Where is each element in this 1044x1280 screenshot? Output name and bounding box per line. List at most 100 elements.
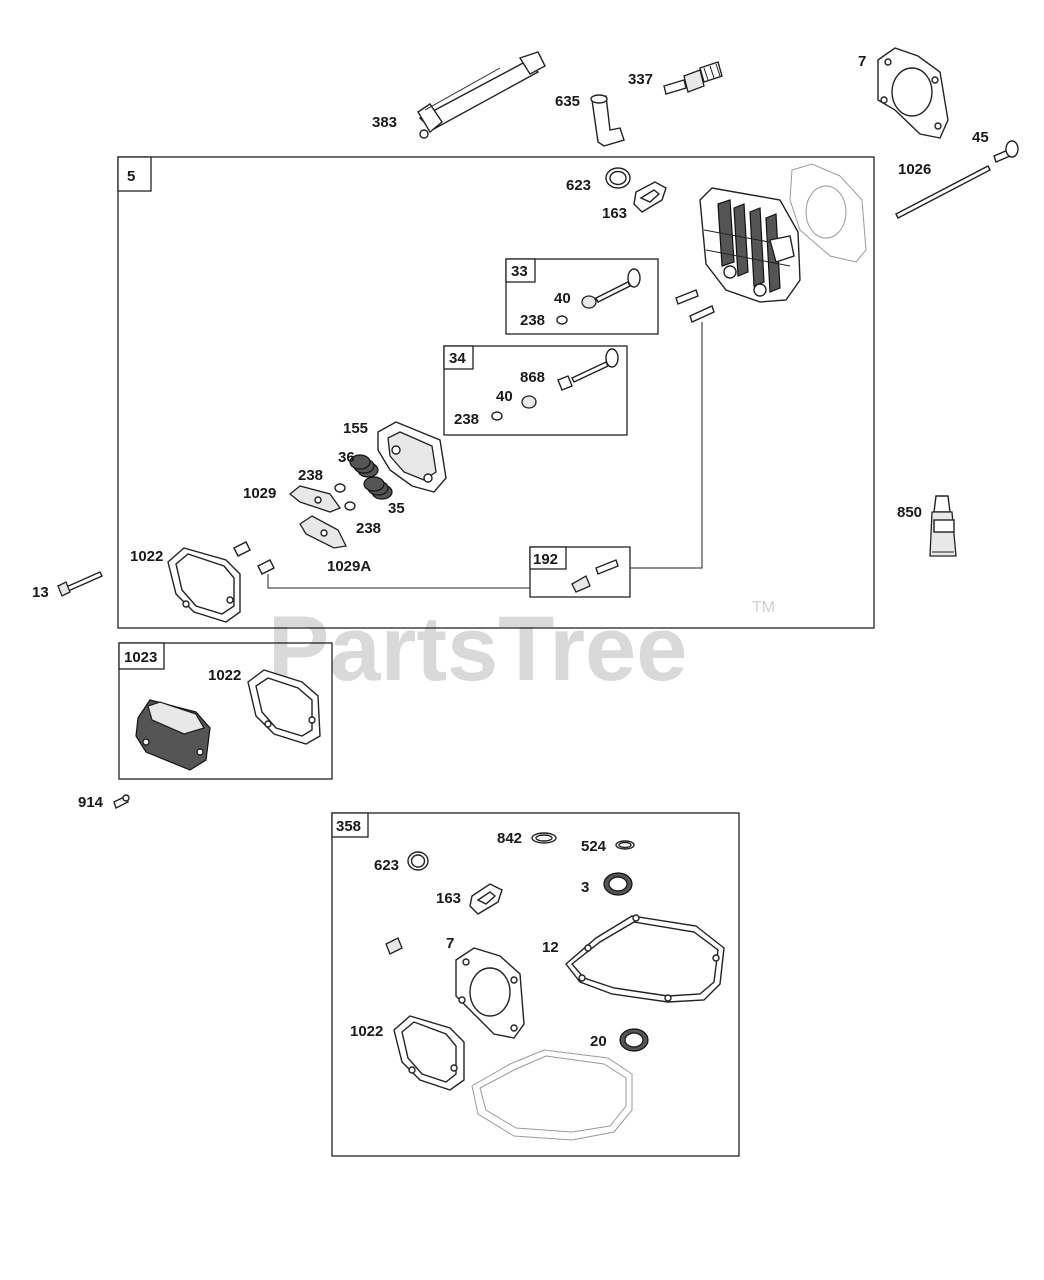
label-45: 45 xyxy=(972,129,989,146)
part-34-intake-valve[interactable] xyxy=(571,348,619,383)
part-623-o-ring-b[interactable] xyxy=(407,851,429,871)
part-1029A-rocker-arm[interactable] xyxy=(299,515,347,549)
part-40-valve-seal-a[interactable] xyxy=(581,295,597,309)
group-33-frame xyxy=(505,258,659,335)
label-36: 36 xyxy=(338,449,355,466)
group-1023-frame xyxy=(118,642,333,780)
label-238-c: 238 xyxy=(298,467,323,484)
label-238-a: 238 xyxy=(520,312,545,329)
watermark-trademark: TM xyxy=(752,599,775,616)
label-12: 12 xyxy=(542,939,559,956)
label-40-a: 40 xyxy=(554,290,571,307)
label-155: 155 xyxy=(343,420,368,437)
part-36-valve-spring[interactable] xyxy=(349,454,379,478)
part-192-bolt-set[interactable] xyxy=(571,559,619,593)
label-40-b: 40 xyxy=(496,388,513,405)
label-35: 35 xyxy=(388,500,405,517)
head-bolt-studs[interactable] xyxy=(675,289,715,323)
cylinder-head-assembly[interactable] xyxy=(699,187,801,303)
group-33-tag xyxy=(505,258,536,283)
part-1023-valve-cover[interactable] xyxy=(135,699,211,771)
part-13-bolt[interactable] xyxy=(57,571,103,597)
group-34-frame xyxy=(443,345,628,436)
part-155-rocker-housing[interactable] xyxy=(377,421,447,493)
ghost-sump-gasket xyxy=(471,1049,633,1141)
group-192-frame xyxy=(529,546,631,598)
part-40-valve-seal-b[interactable] xyxy=(521,395,537,409)
small-plug[interactable] xyxy=(385,937,403,955)
part-238-retainer-a[interactable] xyxy=(556,315,568,325)
leader-line-192-a xyxy=(267,574,530,589)
part-7-head-gasket[interactable] xyxy=(877,47,949,139)
part-850-sealant-tube[interactable] xyxy=(929,495,957,557)
part-623-o-ring[interactable] xyxy=(605,167,631,189)
label-1022-a: 1022 xyxy=(130,548,163,565)
cover-screws[interactable] xyxy=(233,541,275,575)
group-34-number: 34 xyxy=(449,350,466,367)
label-7-b: 7 xyxy=(446,935,454,952)
label-163-top: 163 xyxy=(602,205,627,222)
part-868-valve-cap[interactable] xyxy=(557,375,573,391)
label-868: 868 xyxy=(520,369,545,386)
label-238-b: 238 xyxy=(454,411,479,428)
group-358-number: 358 xyxy=(336,818,361,835)
label-623-b: 623 xyxy=(374,857,399,874)
label-524: 524 xyxy=(581,838,607,855)
part-20-oil-seal[interactable] xyxy=(619,1028,649,1052)
part-238-retainer-b[interactable] xyxy=(491,411,503,421)
label-163-b: 163 xyxy=(436,890,461,907)
part-35-valve-spring[interactable] xyxy=(363,476,393,500)
label-7-top: 7 xyxy=(858,53,866,70)
group-358-tag xyxy=(331,812,369,838)
part-842-o-ring[interactable] xyxy=(531,832,557,844)
part-1029-rocker-arm[interactable] xyxy=(288,485,342,513)
label-842: 842 xyxy=(497,830,522,847)
label-1029A: 1029A xyxy=(327,558,371,575)
part-12-crankcase-gasket[interactable] xyxy=(565,914,725,1003)
group-33-number: 33 xyxy=(511,263,528,280)
part-163-intake-gasket[interactable] xyxy=(633,181,667,213)
watermark-brand: PartsTree xyxy=(268,598,687,700)
label-623-top: 623 xyxy=(566,177,591,194)
group-34-tag xyxy=(443,345,474,370)
group-5-number: 5 xyxy=(127,168,135,185)
part-337-spark-plug[interactable] xyxy=(663,61,723,95)
label-1026: 1026 xyxy=(898,161,931,178)
part-524-o-ring[interactable] xyxy=(615,840,635,850)
part-33-exhaust-valve[interactable] xyxy=(595,268,641,303)
leader-line-192-b xyxy=(630,322,703,569)
part-238-retainer-c[interactable] xyxy=(334,483,346,493)
group-5-frame xyxy=(117,156,875,629)
label-850: 850 xyxy=(897,504,922,521)
part-238-retainer-d[interactable] xyxy=(344,501,356,511)
part-45-rocker-stud[interactable] xyxy=(993,140,1019,163)
label-20: 20 xyxy=(590,1033,607,1050)
part-1022-cover-gasket-b[interactable] xyxy=(247,669,321,745)
ghost-head-gasket xyxy=(789,163,867,263)
part-383-plug-wrench[interactable] xyxy=(417,51,546,139)
label-3: 3 xyxy=(581,879,589,896)
label-383: 383 xyxy=(372,114,397,131)
label-1029: 1029 xyxy=(243,485,276,502)
group-192-number: 192 xyxy=(533,551,558,568)
group-1023-tag xyxy=(118,642,165,670)
part-163-intake-gasket-b[interactable] xyxy=(469,883,503,915)
part-3-oil-seal[interactable] xyxy=(603,872,633,896)
label-1022-b: 1022 xyxy=(208,667,241,684)
part-635-plug-boot[interactable] xyxy=(590,94,625,147)
label-914: 914 xyxy=(78,794,104,811)
part-1022-cover-gasket-a[interactable] xyxy=(167,547,241,623)
label-13: 13 xyxy=(32,584,49,601)
part-914-screw[interactable] xyxy=(113,794,130,809)
part-1022-cover-gasket-c[interactable] xyxy=(393,1015,465,1091)
label-238-d: 238 xyxy=(356,520,381,537)
group-192-tag xyxy=(529,546,567,570)
part-7-head-gasket-b[interactable] xyxy=(455,947,525,1039)
label-337: 337 xyxy=(628,71,653,88)
label-1022-c: 1022 xyxy=(350,1023,383,1040)
group-358-frame xyxy=(331,812,740,1157)
part-1026-push-rod[interactable] xyxy=(895,165,991,219)
group-1023-number: 1023 xyxy=(124,649,157,666)
label-635: 635 xyxy=(555,93,580,110)
